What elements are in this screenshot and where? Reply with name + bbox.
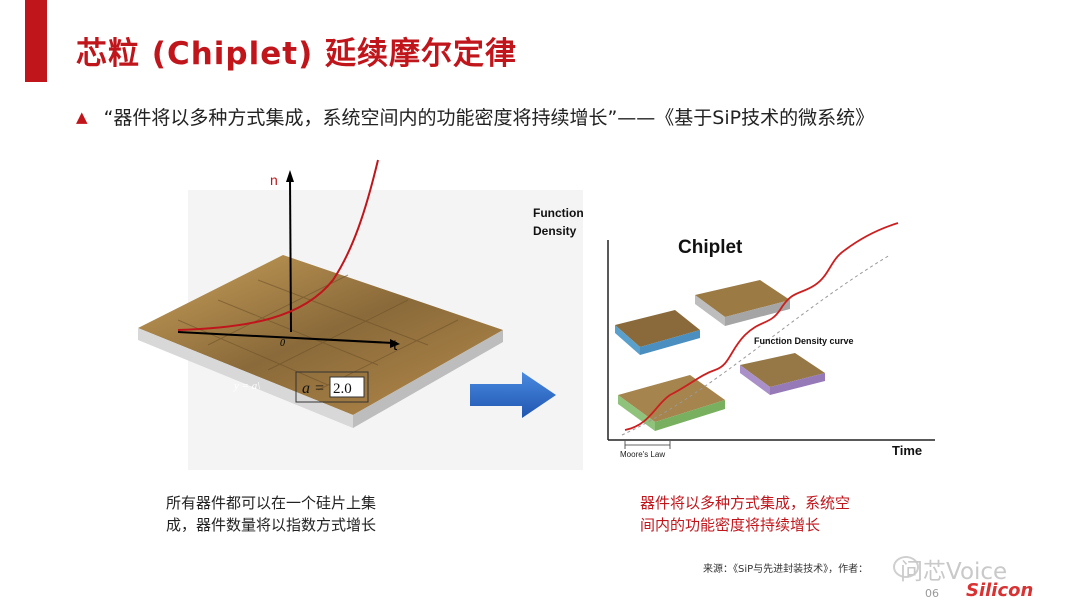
watermark-voice: 问芯Voice xyxy=(900,559,1008,585)
exponential-curve xyxy=(177,159,379,331)
chiplet-gray xyxy=(695,280,790,326)
left-caption-line1: 所有器件都可以在一个硅片上集 xyxy=(166,494,377,512)
trend-line xyxy=(621,254,891,436)
right-arrow-icon xyxy=(470,372,556,418)
small-formula-label: y = a\ xyxy=(233,380,260,392)
slider-box xyxy=(295,371,369,403)
source-note: 来源：《SiP与先进封装技术》，作者： xyxy=(703,564,869,575)
wechat-icon xyxy=(893,556,919,578)
chiplet-blue xyxy=(615,310,700,355)
right-caption: 器件将以多种方式集成，系统空 间内的功能密度将持续增长 xyxy=(640,492,930,536)
page-number: 06 xyxy=(925,587,939,600)
right-caption-line1: 器件将以多种方式集成，系统空 xyxy=(640,494,851,512)
y-axis xyxy=(289,177,292,333)
slider-value: 2.0 xyxy=(333,381,352,397)
exponential-chip-figure: n t 0 a = 2.0 y = a\ xyxy=(138,159,583,470)
triangle-icon: ▲ xyxy=(76,108,88,126)
title-accent-bar xyxy=(25,0,47,82)
chiplet-label: Chiplet xyxy=(678,237,743,258)
quote-text: “器件将以多种方式集成，系统空间内的功能密度将持续增长”——《基于SiP技术的微… xyxy=(103,107,875,129)
function-density-figure: Function Density Chiplet Time Function D… xyxy=(533,206,935,459)
moore-law-label: Moore's Law xyxy=(620,450,665,459)
curve-label: Function Density curve xyxy=(754,336,854,346)
y-label-line2: Density xyxy=(533,224,577,238)
time-label: Time xyxy=(892,443,922,458)
slide-title: 芯粒 (Chiplet) 延续摩尔定律 xyxy=(76,36,518,72)
y-axis-label: n xyxy=(270,172,278,188)
left-caption-line2: 成，器件数量将以指数方式增长 xyxy=(166,516,377,534)
y-label-line1: Function xyxy=(533,206,584,220)
chiplet-green xyxy=(618,375,725,431)
quote-line: ▲ “器件将以多种方式集成，系统空间内的功能密度将持续增长”——《基于SiP技术… xyxy=(76,103,874,130)
watermark-silicon: Silicon xyxy=(966,580,1034,601)
function-density-curve xyxy=(624,222,899,431)
origin-label: 0 xyxy=(280,338,285,349)
right-caption-line2: 间内的功能密度将持续增长 xyxy=(640,516,821,534)
x-axis xyxy=(177,331,394,344)
left-caption: 所有器件都可以在一个硅片上集 成，器件数量将以指数方式增长 xyxy=(166,492,456,536)
chiplet-purple xyxy=(740,353,825,395)
x-axis-label: t xyxy=(393,337,398,354)
silicon-chip-image xyxy=(138,255,503,415)
slider-prefix: a = xyxy=(302,380,325,397)
